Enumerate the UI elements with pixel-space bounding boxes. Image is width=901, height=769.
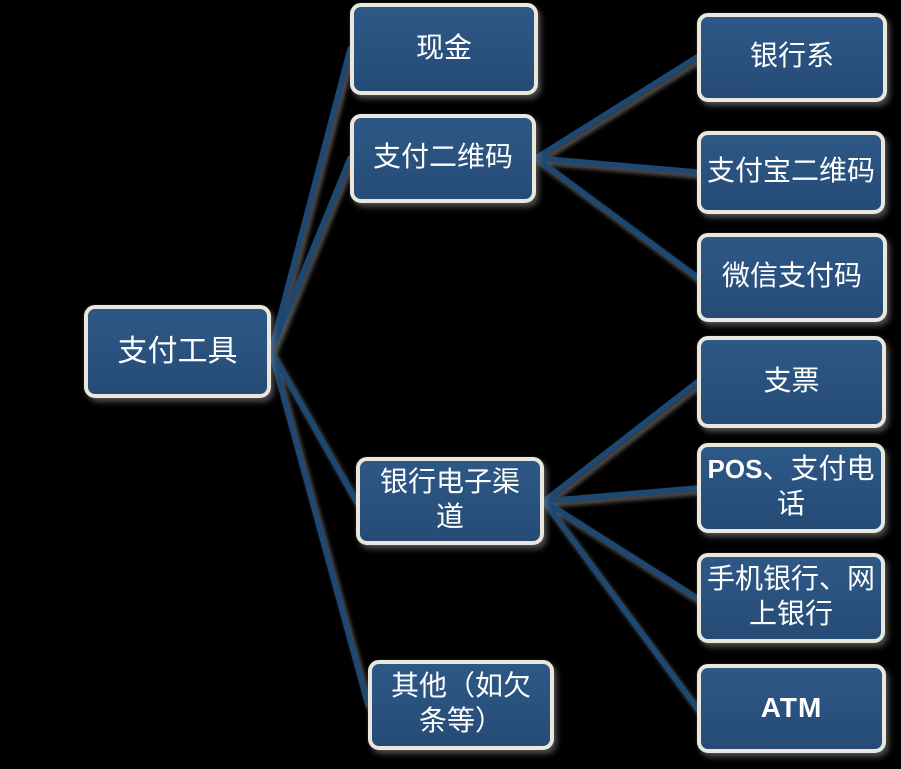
node-label: 微信支付码 (721, 261, 862, 293)
node-check: 支票 (697, 336, 886, 428)
node-other-iou: 其他（如欠条等） (368, 660, 554, 750)
connector-bank-pos (541, 485, 700, 504)
connector-root-qr (268, 155, 353, 354)
node-label-latin: POS (707, 454, 763, 485)
node-label: 现金 (415, 32, 472, 64)
node-label: 手机银行、网上银行 (707, 564, 876, 630)
connector-bank-atm (541, 498, 700, 711)
node-label: 其他（如欠条等） (390, 671, 531, 737)
node-mobile-online-banking: 手机银行、网上银行 (697, 553, 885, 643)
connector-root-other (268, 348, 371, 708)
node-label: 支付宝二维码 (706, 156, 875, 188)
node-label: 支付二维码 (372, 142, 513, 174)
connector-root-cash (268, 46, 353, 354)
connector-root-bank (268, 348, 359, 504)
connector-bank-check (541, 379, 700, 504)
connector-qr-wechat (533, 155, 700, 280)
node-label: ATM (760, 692, 823, 724)
node-wechat-pay-code: 微信支付码 (697, 233, 887, 322)
node-payment-qr-code: 支付二维码 (350, 114, 536, 203)
node-alipay-qr: 支付宝二维码 (697, 131, 885, 214)
node-label: 支票 (763, 365, 820, 397)
node-bank-electronic-channel: 银行电子渠道 (356, 457, 544, 545)
connector-qr-banksys (533, 54, 700, 161)
node-pos-payment-phone: POS、支付电话 (697, 443, 885, 533)
node-label: 银行系 (749, 41, 834, 73)
node-payment-tools: 支付工具 (84, 305, 271, 398)
node-atm: ATM (697, 664, 886, 753)
connector-qr-alipay (533, 155, 700, 175)
node-label: 、支付电话 (762, 454, 875, 520)
node-bank-series: 银行系 (697, 13, 887, 102)
node-label: 支付工具 (117, 334, 238, 368)
connector-bank-mobile (541, 498, 700, 601)
node-label: 银行电子渠道 (379, 467, 520, 533)
node-cash: 现金 (350, 3, 538, 95)
